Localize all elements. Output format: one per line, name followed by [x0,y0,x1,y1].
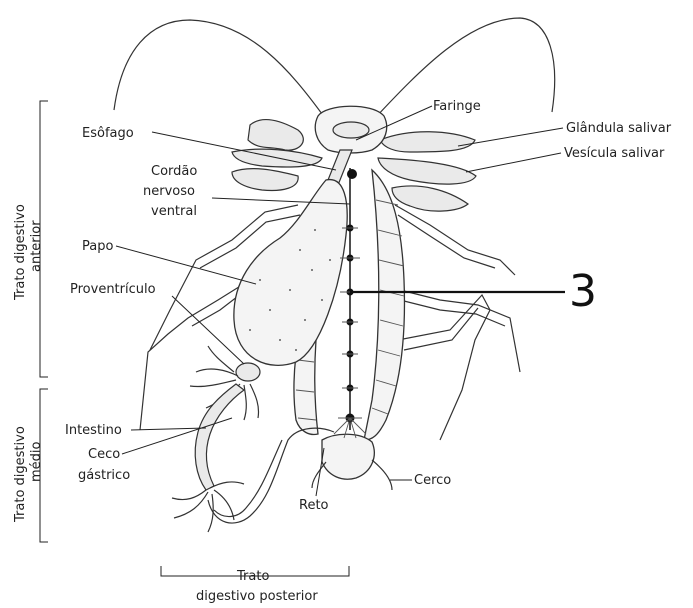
region-posterior-2: digestivo posterior [196,589,318,604]
right-hind-leg [398,295,490,440]
label-glandula-salivar: Glândula salivar [566,121,672,136]
midgut [195,384,244,490]
label-cordao-2: nervoso [143,184,195,199]
marker-3: 3 [569,266,597,317]
right-front-leg [395,205,515,275]
right-salivary-gland [380,132,475,152]
label-ceco-1: Ceco [88,447,120,462]
label-papo: Papo [82,239,113,254]
abdomen-tip [322,434,374,479]
bracket-medio: Trato digestivo médio [13,389,48,542]
region-anterior-2: anterior [29,220,44,272]
right-salivary-vesicle [378,158,476,184]
mouthparts [333,122,369,138]
bracket-posterior: Trato digestivo posterior [161,566,349,604]
crop [234,180,347,366]
region-medio-2: médio [29,441,44,482]
label-vesicula-salivar: Vesícula salivar [564,146,665,161]
left-mid-leg [140,280,250,430]
region-posterior-1: Trato [236,569,269,584]
region-anterior-1: Trato digestivo [13,204,28,301]
label-proventriculo: Proventrículo [70,282,156,297]
left-salivary-gland-lower [232,169,298,191]
label-intestino: Intestino [65,423,122,438]
leader-ceco [122,418,232,454]
label-ceco-2: gástrico [78,468,130,483]
label-cordao-3: ventral [151,204,197,219]
leader-vesicula-salivar [466,153,561,172]
leader-glandula-salivar [458,128,563,146]
left-salivary-gland [248,120,303,151]
label-esofago: Esôfago [82,126,134,141]
left-antenna [114,20,325,118]
label-reto: Reto [299,498,329,513]
body-wall-right [364,170,404,440]
label-cordao-1: Cordão [151,164,197,179]
proventriculus [236,363,260,381]
region-medio-1: Trato digestivo [13,426,28,523]
right-salivary-gland-lower [392,186,468,211]
label-cerco: Cerco [414,473,451,488]
bracket-anterior: Trato digestivo anterior [13,101,48,377]
hindgut-inner [214,440,282,517]
label-faringe: Faringe [433,99,481,114]
leader-reto [316,448,324,496]
insect-illustration [114,18,555,532]
